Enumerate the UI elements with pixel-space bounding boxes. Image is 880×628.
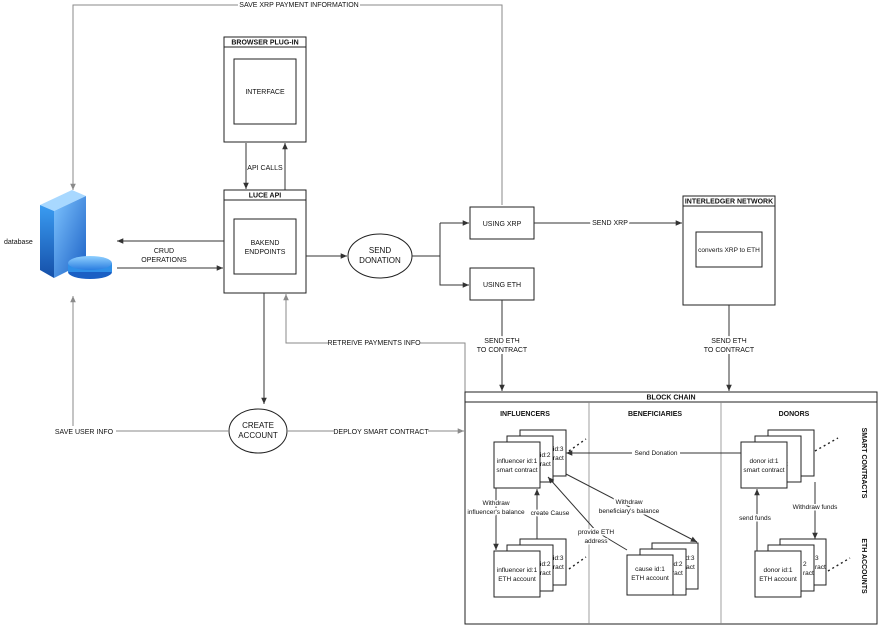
provide-eth-label-1: provide ETH	[578, 529, 614, 536]
svg-text:ract: ract	[672, 570, 683, 577]
save-user-info-label: SAVE USER INFO	[55, 429, 114, 436]
svg-text:ract: ract	[553, 564, 564, 571]
svg-text:ract: ract	[553, 455, 564, 462]
send-funds-label: send funds	[739, 515, 772, 522]
blockchain-title: BLOCK CHAIN	[647, 395, 696, 402]
withdraw-beneficiary-label-2: beneficiary's balance	[599, 508, 660, 515]
send-eth-1-label-1: SEND ETH	[484, 338, 519, 345]
svg-text:ract: ract	[684, 564, 695, 571]
withdraw-beneficiary-label-1: Withdraw	[615, 499, 642, 506]
donor-eth-label-2: ETH account	[759, 576, 797, 583]
using-xrp-label: USING XRP	[483, 221, 522, 228]
deploy-contract-label: DEPLOY SMART CONTRACT	[333, 429, 429, 436]
save-xrp-label: SAVE XRP PAYMENT INFORMATION	[239, 2, 358, 9]
backend-label-1: BAKEND	[251, 240, 280, 247]
withdraw-influencer-label-1: Withdraw	[482, 500, 509, 507]
influencer-eth-label-2: ETH account	[498, 576, 536, 583]
crud-label-1: CRUD	[154, 248, 174, 255]
influencer-sc-dotted	[568, 438, 587, 452]
cause-eth-label-2: ETH account	[631, 575, 669, 582]
influencer-eth-account-stack: id:3 ract id:2 ract influencer id:1 ETH …	[493, 538, 567, 598]
to-using-eth-arrow	[439, 256, 469, 288]
create-cause-label: create Cause	[531, 510, 570, 517]
retrieve-payments-label: RETREIVE PAYMENTS INFO	[327, 340, 421, 347]
api-calls-label: API CALLS	[247, 165, 283, 172]
create-account-label-1: CREATE	[242, 421, 274, 430]
beneficiaries-header: BENEFICIARIES	[628, 411, 682, 418]
influencer-sc-label-2: smart contract	[496, 467, 537, 474]
send-eth-2-label-2: TO CONTRACT	[704, 347, 755, 354]
send-eth-1-label-2: TO CONTRACT	[477, 347, 528, 354]
eth-accounts-side-label: ETH ACCOUNTS	[860, 538, 867, 594]
svg-text:id:3: id:3	[553, 555, 564, 562]
donor-smart-contract-stack: 3 ract 2 ract donor id:1 smart contract	[740, 429, 815, 489]
withdraw-funds-label: Withdraw funds	[793, 504, 839, 511]
donor-eth-dotted	[827, 557, 851, 572]
svg-text:2: 2	[803, 561, 807, 568]
donors-header: DONORS	[779, 411, 810, 418]
withdraw-beneficiary-arrow	[565, 473, 698, 543]
backend-endpoints-box	[233, 218, 297, 275]
svg-text:ract: ract	[540, 461, 551, 468]
database-label: database	[4, 239, 33, 246]
save-user-info-arrow	[70, 296, 229, 432]
send-donation-label-1: SEND	[369, 246, 391, 255]
cause-eth-account-stack: id:3 ract id:2 ract cause id:1 ETH accou…	[626, 542, 699, 596]
create-account-label-2: ACCOUNT	[238, 431, 278, 440]
send-donation-branch	[412, 223, 441, 257]
luce-api-title: LUCE API	[249, 193, 281, 200]
withdraw-influencer-label-2: influencer's balance	[467, 509, 525, 516]
converts-label: converts XRP to ETH	[698, 247, 760, 254]
svg-text:id:2: id:2	[540, 561, 551, 568]
provide-eth-label-2: address	[584, 538, 608, 545]
influencer-eth-label-1: influencer id:1	[497, 567, 538, 574]
interface-label: INTERFACE	[245, 89, 285, 96]
svg-text:ract: ract	[815, 564, 826, 571]
donor-sc-label-1: donor id:1	[750, 458, 779, 465]
using-eth-box	[469, 267, 535, 301]
send-eth-2-label-1: SEND ETH	[711, 338, 746, 345]
interface-box	[233, 58, 297, 125]
cause-eth-label-1: cause id:1	[635, 566, 665, 573]
provide-eth-arrow	[547, 476, 628, 551]
influencers-header: INFLUENCERS	[500, 411, 550, 418]
using-eth-label: USING ETH	[483, 282, 521, 289]
smart-contracts-side-label: SMART CONTRACTS	[860, 428, 867, 499]
server-database-icon	[40, 190, 112, 279]
backend-label-2: ENDPOINTS	[245, 249, 286, 256]
svg-text:ract: ract	[540, 570, 551, 577]
svg-text:id:3: id:3	[553, 446, 564, 453]
donor-eth-account-stack: 3 ract 2 ract donor id:1 ETH account	[754, 538, 827, 598]
send-xrp-label: SEND XRP	[592, 220, 628, 227]
svg-text:id:3: id:3	[684, 555, 695, 562]
crud-label-2: OPERATIONS	[141, 257, 187, 264]
influencer-eth-dotted	[568, 556, 587, 570]
influencer-sc-label-1: influencer id:1	[497, 458, 538, 465]
send-donation-internal-label: Send Donation	[634, 450, 677, 457]
svg-text:id:2: id:2	[672, 561, 683, 568]
interledger-title: INTERLEDGER NETWORK	[685, 199, 773, 206]
donor-eth-label-1: donor id:1	[764, 567, 793, 574]
svg-text:ract: ract	[803, 570, 814, 577]
browser-plugin-title: BROWSER PLUG-IN	[231, 40, 298, 47]
svg-text:id:2: id:2	[540, 452, 551, 459]
influencer-smart-contract-stack: id:3 ract id:2 ract influencer id:1 smar…	[493, 429, 567, 489]
donor-sc-label-2: smart contract	[743, 467, 784, 474]
converts-box	[695, 231, 763, 268]
svg-text:3: 3	[815, 555, 819, 562]
send-donation-label-2: DONATION	[359, 256, 401, 265]
